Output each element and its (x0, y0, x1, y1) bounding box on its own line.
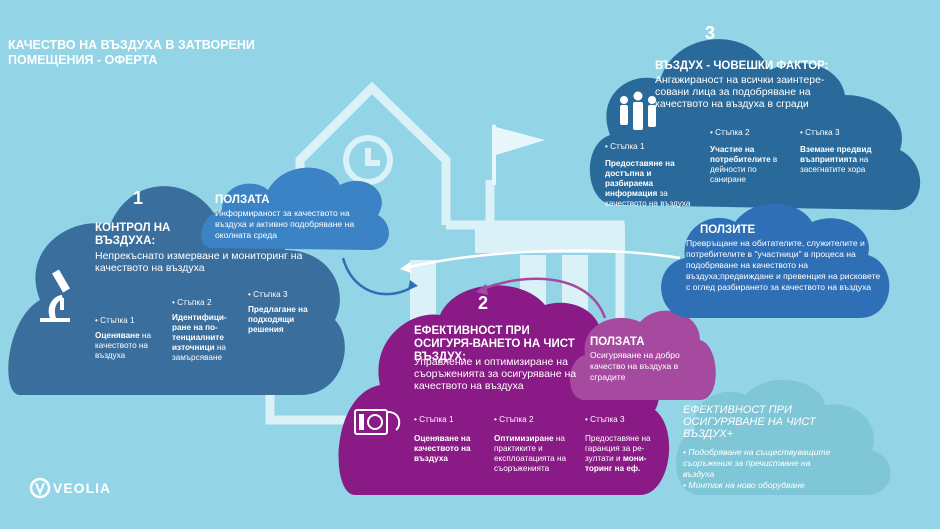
arrow-white (404, 249, 681, 270)
benefit-2-text: Осигуряване на добро качество на въздуха… (590, 350, 680, 382)
veolia-wordmark: VEOLIA (53, 480, 112, 496)
benefit-2-title: ПОЛЗАТА (590, 336, 645, 348)
extra-title: ЕФЕКТИВНОСТ ПРИ ОСИГУРЯВАНЕ НА ЧИСТ ВЪЗД… (683, 404, 816, 440)
cloud-2-step-1: • Стъпка 1 Оценяване на качеството на въ… (414, 415, 471, 463)
benefit-3-title: ПОЛЗИТЕ (700, 224, 756, 236)
cloud-1-step-2: • Стъпка 2 Идентифици-ране на по-тенциал… (172, 298, 227, 362)
veolia-logo (29, 477, 51, 499)
cloud-3-shape (589, 39, 921, 211)
benefit-3-text: Превръщане на обитателите, служителите и… (686, 238, 881, 292)
cloud-3-step-3: • Стъпка 3 Вземане предвид възприятията … (800, 128, 872, 174)
arrow-blue (341, 257, 416, 296)
benefit-1-text: Информираност за качеството на въздуха и… (215, 208, 355, 240)
benefit-1-shape (201, 167, 389, 250)
cloud-1-step-3: • Стъпка 3 Предлагане на подходящи решен… (248, 290, 308, 334)
benefit-1-title: ПОЛЗАТА (215, 194, 270, 206)
cloud-1-desc: Непрекъснато измерване и мониторинг на к… (95, 250, 303, 274)
cloud-1-number: 1 (133, 188, 144, 208)
microscope-icon (40, 269, 70, 322)
air-unit-icon (354, 409, 401, 435)
flag-icon (492, 125, 545, 185)
page-title: КАЧЕСТВО НА ВЪЗДУХА В ЗАТВОРЕНИ ПОМЕЩЕНИ… (8, 38, 255, 67)
people-icon (620, 91, 656, 130)
clock-icon (343, 135, 393, 185)
benefit-2-shape (570, 310, 716, 400)
extra-item: • Подобряване на съществуващите съоръжен… (683, 447, 831, 479)
cloud-2-step-2: • Стъпка 2 Оптимизиране на практиките и … (494, 415, 567, 473)
cloud-1-step-1: • Стъпка 1 Оценяване на качеството на въ… (95, 316, 152, 360)
extra-cloud-shape (676, 379, 891, 495)
cloud-2-title: ЕФЕКТИВНОСТ ПРИ ОСИГУРЯ-ВАНЕТО НА ЧИСТ В… (414, 325, 575, 363)
cloud-3-step-2: • Стъпка 2 Участие на потребителите в де… (710, 128, 778, 184)
cloud-2-shape (338, 285, 670, 495)
cloud-2-desc: Управление и оптимизиране на съоръженият… (414, 356, 577, 392)
cloud-2-number: 2 (478, 293, 489, 313)
extra-item: • Монтаж на ново оборудване (683, 480, 805, 490)
cloud-3-number: 3 (705, 23, 716, 43)
cloud-3-step-1: • Стъпка 1 Предоставяне на достъпна и ра… (605, 142, 691, 208)
cloud-2-step-3: • Стъпка 3 Предоставяне на гаранция за р… (585, 415, 651, 473)
extra-list: • Подобряване на съществуващите съоръжен… (683, 447, 843, 491)
arrow-purple (479, 277, 607, 319)
cloud-1-title: КОНТРОЛ НА ВЪЗДУХА: (95, 222, 171, 247)
cloud-3-desc: Ангажираност на всички заинтере-совани л… (655, 74, 825, 110)
benefit-3-shape (661, 203, 890, 318)
cloud-3-title: ВЪЗДУХ - ЧОВЕШКИ ФАКТОР: (655, 60, 829, 72)
